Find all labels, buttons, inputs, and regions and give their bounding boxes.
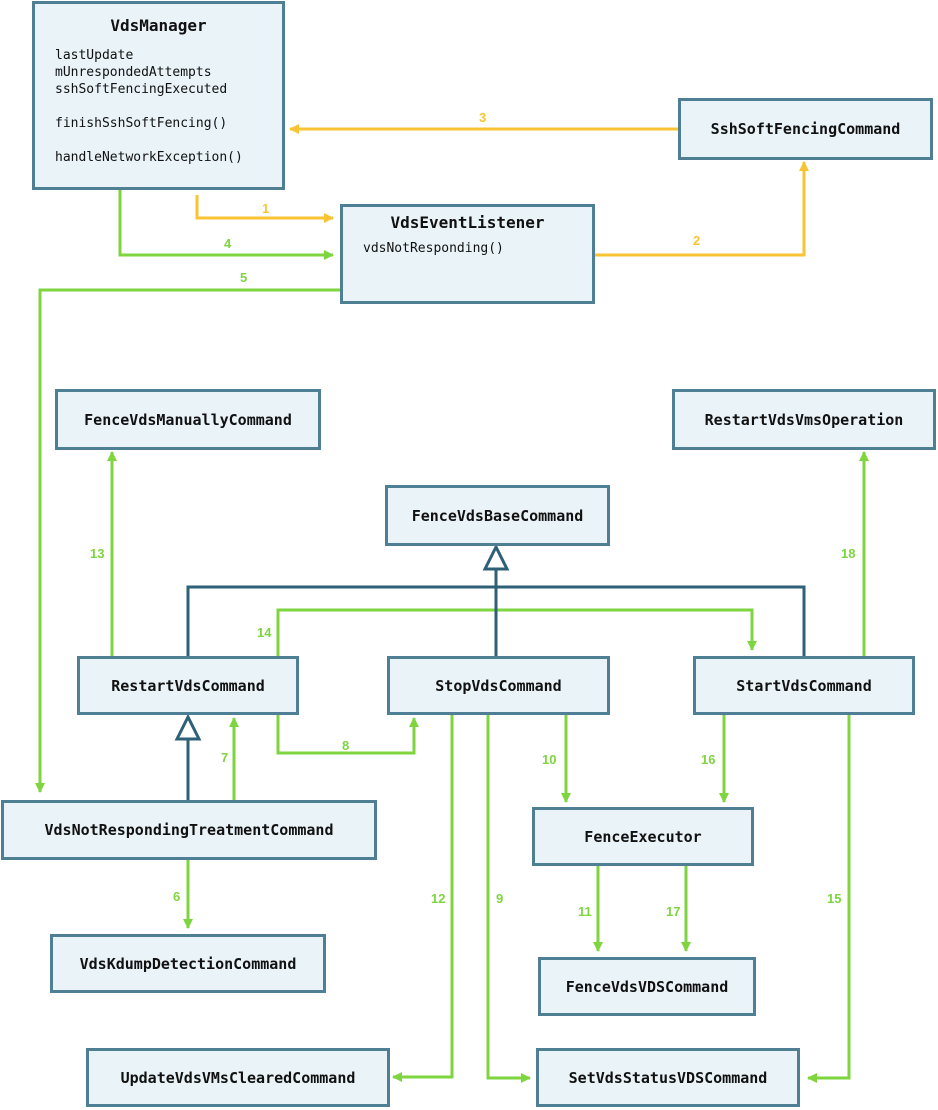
edge-label-18: 18 [841,546,855,561]
edge-14 [276,608,757,656]
edge-label-15: 15 [827,891,841,906]
edge-15 [807,715,851,1083]
node-vds-manager-title: VdsManager [110,16,207,35]
member-gap [55,132,282,149]
node-start-vds-command[interactable]: StartVdsCommand [693,656,915,715]
method-vds-not-responding: vdsNotResponding() [363,241,504,256]
inherit-triangle-restart [174,713,202,741]
edge-8 [276,715,419,755]
edge-label-1: 1 [262,201,269,216]
node-set-vds-status-vds-command[interactable]: SetVdsStatusVDSCommand [536,1048,800,1107]
node-update-vds-vms-cleared-command[interactable]: UpdateVdsVMsClearedCommand [86,1048,390,1107]
field-unresponded-attempts: mUnrespondedAttempts [55,65,212,80]
node-stop-vds-command[interactable]: StopVdsCommand [387,656,610,715]
node-vds-manager-members: lastUpdate mUnrespondedAttempts sshSoftF… [55,47,282,166]
node-vds-event-listener-title: VdsEventListener [390,213,545,232]
edge-label-5: 5 [240,270,247,285]
inherit-restart-start-bus [186,585,806,656]
edge-4 [118,190,334,260]
field-ssh-soft-fencing-executed: sshSoftFencingExecuted [55,82,228,97]
edge-label-2: 2 [693,233,700,248]
edge-label-6: 6 [173,889,180,904]
node-fence-vds-manually-command[interactable]: FenceVdsManuallyCommand [55,389,321,450]
field-last-update: lastUpdate [55,48,134,63]
edge-label-9: 9 [496,891,503,906]
method-finish-ssh-soft-fencing: finishSshSoftFencing() [55,116,228,131]
edge-label-7: 7 [221,750,228,765]
edge-label-3: 3 [479,110,486,125]
node-restart-vds-command[interactable]: RestartVdsCommand [77,656,299,715]
node-vds-event-listener-members: vdsNotResponding() [363,240,592,257]
edge-label-12: 12 [431,891,445,906]
edge-label-14: 14 [257,625,272,640]
edge-label-17: 17 [666,904,680,919]
node-vds-event-listener[interactable]: VdsEventListener vdsNotResponding() [340,204,595,304]
node-vds-kdump-detection-command[interactable]: VdsKdumpDetectionCommand [50,934,326,993]
edge-1 [195,195,334,223]
edge-label-11: 11 [578,904,592,919]
edge-label-10: 10 [542,752,556,767]
node-fence-vds-vds-command[interactable]: FenceVdsVDSCommand [538,957,756,1016]
edge-label-4: 4 [224,236,232,251]
member-gap [55,98,282,115]
node-vds-not-responding-treatment-command[interactable]: VdsNotRespondingTreatmentCommand [1,800,377,860]
node-restart-vds-vms-operation[interactable]: RestartVdsVmsOperation [672,389,936,450]
method-handle-network-exception: handleNetworkException() [55,150,243,165]
edge-2 [595,161,809,257]
node-ssh-soft-fencing-command[interactable]: SshSoftFencingCommand [678,98,933,160]
node-fence-executor[interactable]: FenceExecutor [532,807,754,866]
edge-label-8: 8 [342,738,349,753]
edge-label-16: 16 [701,752,715,767]
node-vds-manager[interactable]: VdsManager lastUpdate mUnrespondedAttemp… [32,1,285,190]
edge-label-13: 13 [90,546,104,561]
edge-9 [486,715,531,1083]
inherit-triangle-base [482,543,510,571]
node-fence-vds-base-command[interactable]: FenceVdsBaseCommand [385,485,610,546]
edge-5 [35,288,340,793]
edge-12 [392,715,454,1082]
